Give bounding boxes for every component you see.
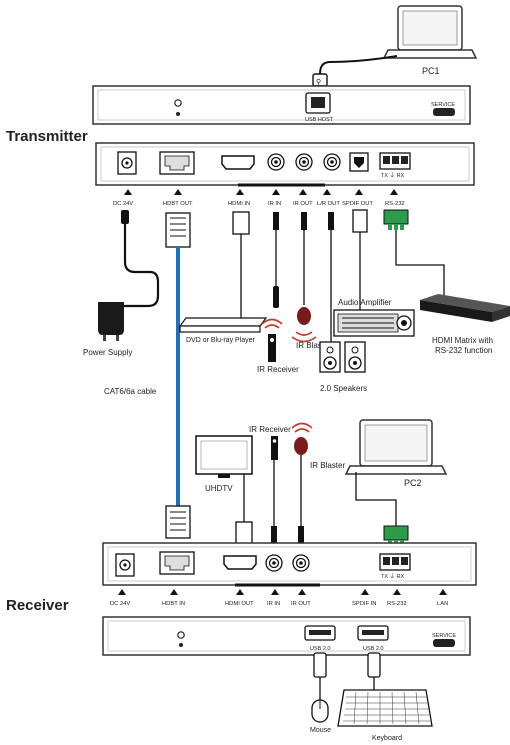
hdmi-matrix-label-2: RS-232 function [435,346,492,355]
cable-label: CAT6/6a cable [104,387,157,396]
rx-irout-label: IR OUT [291,601,311,607]
tx-hdmi-label: HDMI IN [228,201,250,207]
ir-receiver-rx-icon [271,422,313,460]
usb-host-label: USB HOST [305,117,334,123]
rx-ir-out-jack-icon [292,554,310,572]
rs232-plug-tx [383,209,409,225]
ir-in-jack-icon [267,153,285,171]
tx-lrout-label: L/R OUT [317,201,340,207]
rx-service-port [433,639,455,647]
pc1-label: PC1 [422,66,440,76]
tx-irout-label: IR OUT [293,201,313,207]
usb-symbol-icon: ⚲ [316,78,321,86]
power-supply-label: Power Supply [83,348,132,357]
ir-receiver-tx-label: IR Receiver [257,365,299,374]
usb1-label: USB 2.0 [310,646,330,652]
ir-blaster-tx-label: IR Blaster [296,341,331,350]
pc2-laptop [344,419,448,475]
hdmi-plug-rx [235,521,253,545]
speakers-label: 2.0 Speakers [320,384,367,393]
rs232-cable-rx [355,472,397,528]
spdif-plug [352,209,368,233]
ir-blaster-rx-label: IR Blaster [310,461,345,470]
receiver-heading: Receiver [6,597,69,614]
dc-plug [121,210,129,224]
tx-dc-label: DC 24V [113,201,133,207]
hdmi-matrix-label-1: HDMI Matrix with [432,336,493,345]
rj45-plug-rx [165,505,191,539]
lr-out-jack-icon [323,153,341,171]
transmitter-rear-panel [95,142,475,187]
usb-b-plug: ⚲ [312,73,328,87]
rx-lan-label: LAN [437,601,448,607]
keyboard-icon [337,689,433,727]
led-indicator-icon [176,112,180,116]
rx-hdmi-port-icon [223,555,257,570]
hdmi-plug-tx [232,211,250,235]
ir-blaster-rx-icon [294,437,308,455]
tx-irin-label: IR IN [268,201,281,207]
rx-hdmi-label: HDMI OUT [225,601,254,607]
mouse-label: Mouse [310,727,331,734]
receiver-rear-panel [102,542,477,587]
usb-plug-mouse [313,652,327,678]
tx-rx-label: TX ⏚ RX [381,172,405,179]
tx-spdif-label: SPDIF OUT [342,201,373,207]
rj45-plug-tx [165,212,191,248]
power-led-icon [174,99,182,107]
pc1-usb-cable [319,55,398,75]
uhdtv-icon [195,435,253,478]
power-adapter-icon [98,302,124,341]
uhdtv-label: UHDTV [205,484,233,493]
pc2-label: PC2 [404,478,422,488]
dvd-player-icon [178,317,268,333]
rs232-plug-rx [383,525,409,541]
rx-power-led-icon [177,631,185,639]
amplifier-label: Audio Amplifier [338,298,392,307]
power-cable [123,215,160,308]
tx-hdbt-label: HDBT OUT [163,201,193,207]
service-label: SERVICE [431,102,455,108]
speakers-icon [319,341,366,373]
usb2-label: USB 2.0 [363,646,383,652]
pc1-laptop [382,5,478,59]
transmitter-heading: Transmitter [6,128,88,145]
usb-plug-keyboard [367,652,381,678]
transmitter-top-panel [92,85,471,125]
ir-out-jack-icon [295,153,313,171]
rx-ir-in-jack-icon [265,554,283,572]
ir-blaster-icon [291,307,317,343]
keyboard-label: Keyboard [372,735,402,742]
rx-service-label: SERVICE [432,633,456,639]
rx-irin-label: IR IN [267,601,280,607]
receiver-port-arrows [118,589,447,595]
audio-amplifier-icon [333,309,415,337]
rx-tx-rx-label: TX ⏚ RX [381,573,405,580]
rx-rs232-label: RS-232 [387,601,407,607]
rx-spdif-label: SPDIF IN [352,601,376,607]
rx-led-indicator-icon [179,643,183,647]
receiver-top-panel [102,616,471,656]
rs232-cable-tx [395,230,445,295]
tx-rs232-label: RS-232 [385,201,405,207]
hdmi-port-icon [221,155,255,170]
ir-receiver-icon [261,318,283,362]
rx-dc-label: DC 24V [110,601,130,607]
hdmi-matrix-icon [420,294,510,322]
mouse-icon [311,699,329,723]
transmitter-port-arrows [124,189,398,195]
service-port [433,108,455,116]
ir-receiver-rx-label: IR Receiver [249,425,291,434]
dvd-label: DVD or Blu-ray Player [186,337,256,344]
rx-hdbt-label: HDBT IN [162,601,185,607]
